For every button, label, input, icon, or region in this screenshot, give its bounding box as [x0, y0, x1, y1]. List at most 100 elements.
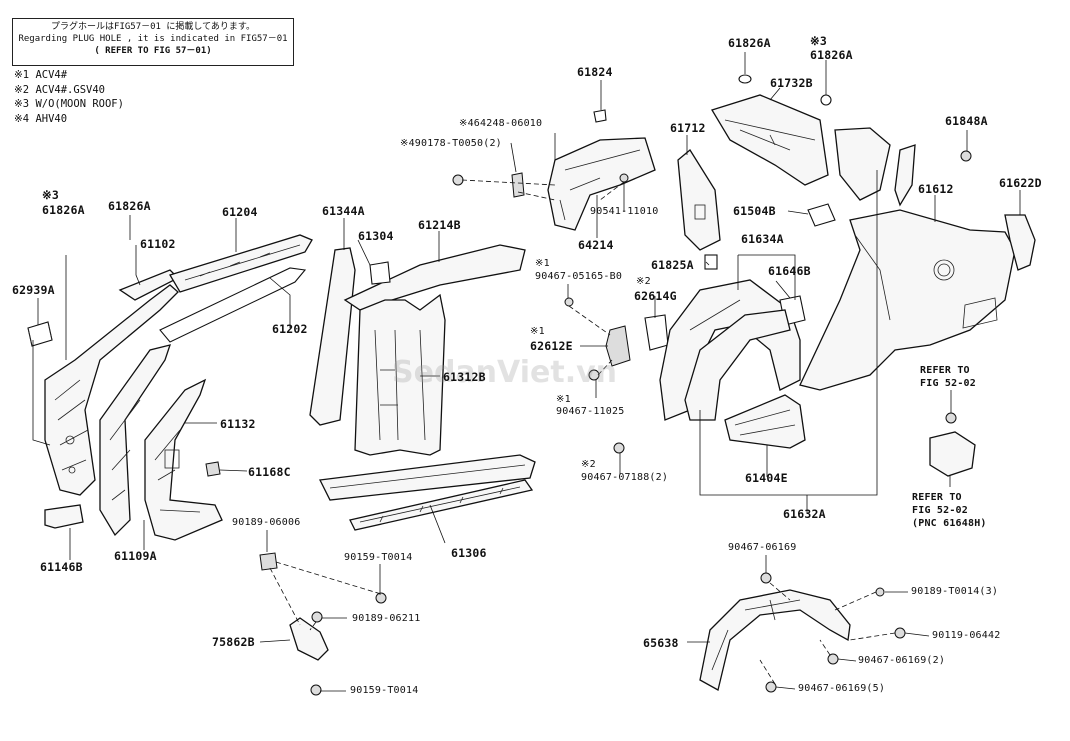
part-61146B-bracket: [44, 504, 84, 529]
part-62939A-block: [27, 321, 53, 347]
note-line-en: Regarding PLUG HOLE , it is indicated in…: [18, 34, 288, 44]
part-label-90467-06169-2[interactable]: 90467-06169(2): [858, 655, 946, 666]
part-label-64214[interactable]: 64214: [578, 238, 614, 252]
part-label-62612E[interactable]: 62612E: [530, 339, 573, 353]
part-label-61132[interactable]: 61132: [220, 417, 256, 431]
bolts-bottom-left: [259, 552, 387, 696]
part-label-61622D[interactable]: 61622D: [999, 176, 1042, 190]
plug-hole-note: プラグホールはFIG57－01 に掲載してあります。 Regarding PLU…: [12, 18, 294, 66]
part-label-65638[interactable]: 65638: [643, 636, 679, 650]
part-75862B-bracket: [289, 617, 329, 661]
part-label-90189-06006[interactable]: 90189-06006: [232, 517, 301, 528]
part-label-90541-11010[interactable]: 90541-11010: [590, 206, 659, 217]
part-label-61109A[interactable]: 61109A: [114, 549, 157, 563]
part-61504B-bracket: [807, 203, 836, 227]
part-61732B-upper-panel: [711, 94, 829, 186]
part-label-90467-06169-5[interactable]: 90467-06169(5): [798, 683, 886, 694]
part-label-90189-06211[interactable]: 90189-06211: [352, 613, 421, 624]
legend-item: ※4 AHV40: [14, 112, 68, 125]
part-label-90159-T0014-a[interactable]: 90159-T0014: [344, 552, 413, 563]
part-label-90119-06442[interactable]: 90119-06442: [932, 630, 1001, 641]
part-label-61168C[interactable]: 61168C: [248, 465, 291, 479]
part-61632A-inner: [684, 309, 791, 421]
part-61312B-center-pillar: [354, 293, 446, 456]
part-label-61146B[interactable]: 61146B: [40, 560, 83, 574]
part-label-464248-06010[interactable]: ※464248-06010: [459, 118, 543, 129]
part-label-90189-T0014-3[interactable]: 90189-T0014(3): [911, 586, 999, 597]
bolts-liner: [759, 572, 906, 693]
part-label-61712[interactable]: 61712: [670, 121, 706, 135]
part-61622D-bracket: [1004, 214, 1036, 271]
part-label-90467-06169-top[interactable]: 90467-06169: [728, 542, 797, 553]
part-61109A-outer: [99, 344, 171, 537]
part-label-90467-07188[interactable]: 90467-07188(2): [581, 472, 669, 483]
refer-note-2: REFER TO FIG 52-02 (PNC 61648H): [912, 491, 987, 530]
legend-item: ※1 ACV4#: [14, 69, 68, 81]
part-61848A-bracket: [834, 127, 972, 207]
part-61204-roof-side-rail: [169, 234, 313, 293]
part-61132-pillar-inner: [144, 378, 223, 541]
part-label-61732B[interactable]: 61732B: [770, 76, 813, 90]
part-label-61102[interactable]: 61102: [140, 237, 176, 251]
part-label-75862B[interactable]: 75862B: [212, 635, 255, 649]
refer-line[interactable]: FIG 52-02: [920, 378, 976, 389]
part-61712-pillar: [677, 149, 721, 251]
part-note-mark: ※2: [581, 459, 596, 470]
part-label-61304[interactable]: 61304: [358, 229, 394, 243]
part-note-mark: ※1: [535, 258, 550, 269]
part-61612-quarter-panel: [799, 209, 1016, 391]
part-note-mark: ※3: [42, 188, 59, 202]
part-rocker-outer: [319, 454, 536, 501]
legend: ※1 ACV4# ※2 ACV4#.GSV40 ※3 W/O(MOON ROOF…: [14, 68, 124, 126]
leader-lines: [32, 52, 1021, 692]
part-64214-bracket: [547, 137, 656, 231]
refer-line: REFER TO: [912, 492, 962, 503]
refer-note-1: REFER TO FIG 52-02: [920, 364, 976, 390]
part-label-61612[interactable]: 61612: [918, 182, 954, 196]
part-label-61504B[interactable]: 61504B: [733, 204, 776, 218]
part-label-61646B[interactable]: 61646B: [768, 264, 811, 278]
part-note-mark: ※3: [810, 34, 827, 48]
part-label-62939A[interactable]: 62939A: [12, 283, 55, 297]
part-label-490178-T0050[interactable]: ※490178-T0050(2): [400, 138, 502, 149]
part-label-61632A[interactable]: 61632A: [783, 507, 826, 521]
part-61344A-center-panel: [309, 247, 356, 426]
part-label-61204[interactable]: 61204: [222, 205, 258, 219]
part-label-61344A[interactable]: 61344A: [322, 204, 365, 218]
part-label-61825A[interactable]: 61825A: [651, 258, 694, 272]
part-label-90467-05165-B0[interactable]: 90467-05165-B0: [535, 271, 623, 282]
part-61825A-plug: [704, 254, 718, 270]
part-label-61824[interactable]: 61824: [577, 65, 613, 79]
part-65638-fender-liner: [699, 589, 851, 691]
note-line-ref: ( REFER TO FIG 57－01): [94, 46, 212, 56]
part-label-61634A[interactable]: 61634A: [741, 232, 784, 246]
part-label-61826A-top[interactable]: 61826A: [728, 36, 771, 50]
dashed-leaders-middle: [461, 179, 625, 376]
part-label-61826A-left[interactable]: 61826A: [42, 203, 85, 217]
part-label-90159-T0014-b[interactable]: 90159-T0014: [350, 685, 419, 696]
part-refer-bracket: [929, 412, 976, 477]
part-note-mark: ※1: [530, 326, 545, 337]
part-label-61826A-top2[interactable]: 61826A: [810, 48, 853, 62]
part-label-61404E[interactable]: 61404E: [745, 471, 788, 485]
watermark-text: SedanViet.vn: [392, 355, 617, 390]
note-line-jp: プラグホールはFIG57－01 に掲載してあります。: [51, 22, 255, 32]
legend-item: ※2 ACV4#.GSV40: [14, 83, 105, 96]
bolts-middle: [452, 172, 631, 454]
part-label-90467-11025[interactable]: 90467-11025: [556, 406, 625, 417]
part-label-61826A-mid[interactable]: 61826A: [108, 199, 151, 213]
part-note-mark: ※2: [636, 276, 651, 287]
part-note-mark: ※1: [556, 394, 571, 405]
refer-line: REFER TO: [920, 365, 970, 376]
part-label-61306[interactable]: 61306: [451, 546, 487, 560]
part-label-61214B[interactable]: 61214B: [418, 218, 461, 232]
refer-line: (PNC 61648H): [912, 518, 987, 529]
part-label-61848A[interactable]: 61848A: [945, 114, 988, 128]
legend-item: ※3 W/O(MOON ROOF): [14, 98, 124, 110]
part-label-62614G[interactable]: 62614G: [634, 289, 677, 303]
refer-line[interactable]: FIG 52-02: [912, 505, 968, 516]
part-label-61312B[interactable]: 61312B: [443, 370, 486, 384]
part-61304-bracket: [369, 261, 391, 285]
part-label-61202[interactable]: 61202: [272, 322, 308, 336]
part-62614G-bracket: [644, 314, 669, 351]
